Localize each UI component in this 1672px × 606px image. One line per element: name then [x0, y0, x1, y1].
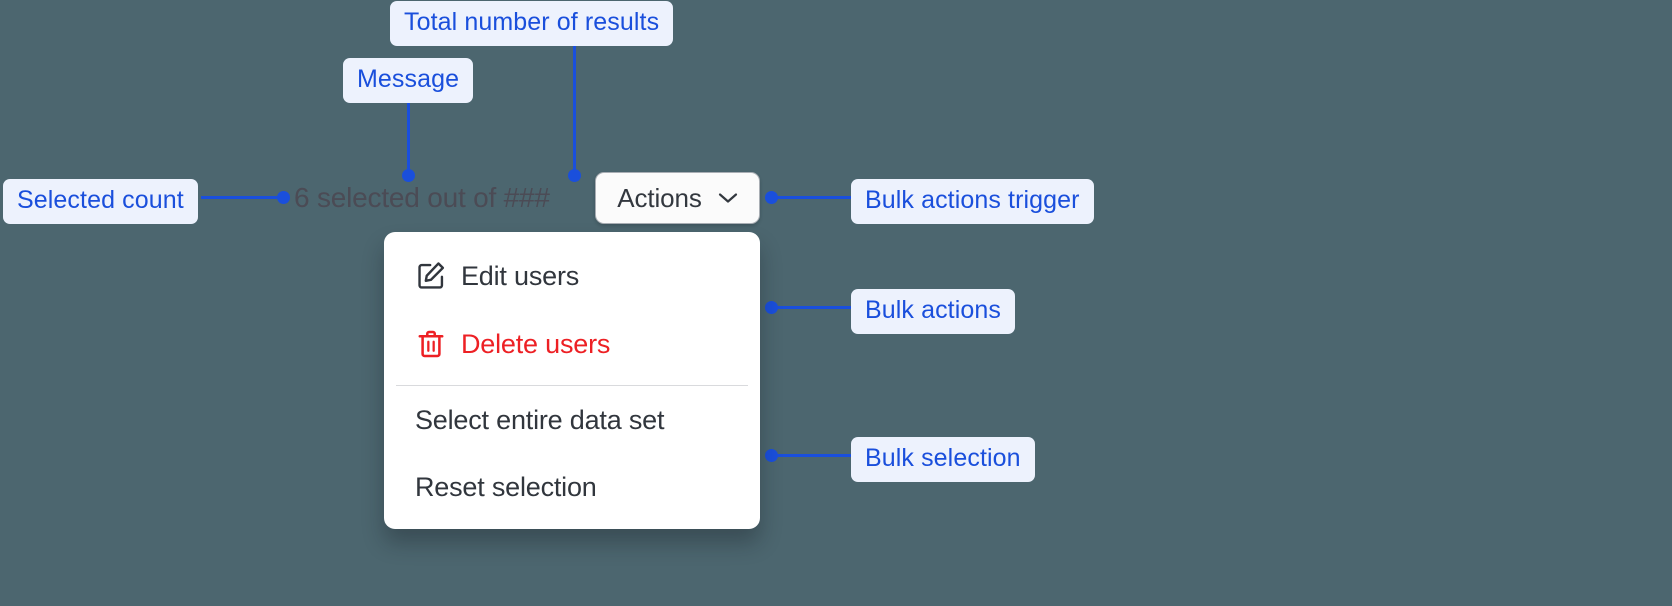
annotation-bulk-actions-trigger: Bulk actions trigger [851, 179, 1094, 224]
menu-item-edit-users[interactable]: Edit users [384, 246, 760, 306]
annotation-selected-count: Selected count [3, 179, 198, 224]
menu-divider [396, 385, 748, 386]
connector-dot-bulk-selection [765, 449, 778, 462]
connector-line-bulk-actions [770, 306, 854, 309]
menu-item-label: Delete users [461, 328, 611, 359]
selected-count-text: 6 selected out of ### [294, 182, 550, 213]
bulk-actions-menu: Edit users Delete users Select entire da… [384, 232, 760, 529]
annotation-bulk-selection: Bulk selection [851, 437, 1035, 482]
annotation-total-number-of-results: Total number of results [390, 1, 674, 46]
connector-dot-bulk-actions [765, 301, 778, 314]
menu-item-label: Edit users [461, 260, 580, 291]
annotation-message: Message [343, 58, 474, 103]
edit-square-icon [418, 262, 445, 289]
menu-item-reset-selection[interactable]: Reset selection [384, 457, 760, 517]
connector-line-message [407, 92, 410, 180]
menu-item-label: Reset selection [415, 471, 597, 502]
menu-item-label: Select entire data set [415, 404, 665, 435]
trash-icon [418, 330, 444, 358]
connector-dot-bulk-actions-trigger [765, 191, 778, 204]
connector-dot-message [402, 169, 415, 182]
connector-line-bulk-selection [770, 454, 854, 457]
annotation-bulk-actions: Bulk actions [851, 289, 1015, 334]
connector-line-total-results [573, 38, 576, 180]
connector-dot-selected-count [277, 191, 290, 204]
bulk-actions-trigger-button[interactable]: Actions [595, 172, 760, 224]
connector-line-selected-count [201, 196, 289, 199]
actions-button-label: Actions [617, 183, 702, 213]
connector-dot-total-results [568, 169, 581, 182]
chevron-down-icon [718, 193, 737, 203]
connector-line-bulk-actions-trigger [770, 196, 854, 199]
menu-item-select-entire-data-set[interactable]: Select entire data set [384, 390, 760, 450]
menu-item-delete-users[interactable]: Delete users [384, 314, 760, 374]
